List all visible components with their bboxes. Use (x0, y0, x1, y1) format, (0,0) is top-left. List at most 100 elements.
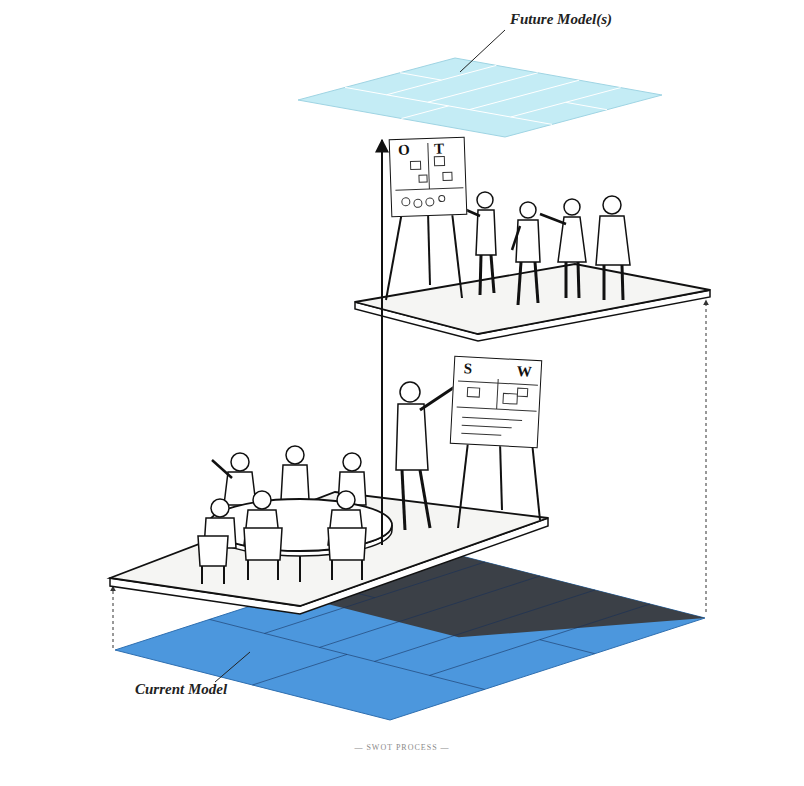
person-body (281, 465, 309, 500)
canvas-plane (115, 548, 705, 720)
canvas-grid-line (387, 65, 497, 94)
board-sketch-line (457, 407, 537, 411)
future-model-plane: Future Model(s) (298, 56, 664, 140)
person-head (477, 192, 493, 208)
person-head (343, 453, 361, 471)
person-head (253, 491, 271, 509)
canvas-grid-line (430, 604, 651, 675)
person-head (400, 382, 420, 402)
board-letter: T (434, 141, 445, 156)
board-sketch-line (462, 417, 522, 420)
sticky-note (517, 388, 527, 397)
person-head (603, 196, 621, 214)
person-head (520, 202, 536, 218)
person-leg (535, 262, 538, 303)
person-leg (402, 470, 405, 530)
canvas-grid-line (469, 80, 579, 109)
platform-top (355, 264, 710, 334)
person-leg (603, 265, 606, 300)
easel-leg (428, 212, 430, 285)
table-leg (299, 556, 301, 582)
dashed-arrow (113, 586, 114, 648)
person-arm (540, 214, 566, 224)
board-sketch-line (458, 381, 538, 385)
person-body (396, 404, 428, 470)
canvas-grid-line (210, 619, 485, 689)
plane-label: Future Model(s) (510, 12, 612, 27)
sticky-note (410, 161, 420, 169)
canvas-grid-line (566, 102, 607, 109)
board-letter: W (516, 364, 532, 380)
board-sketch-circle (439, 195, 445, 201)
board-letter: S (463, 361, 472, 376)
sticky-note (503, 393, 518, 404)
sticky-note (434, 156, 444, 165)
canvas-grid-line (540, 640, 595, 654)
flipchart-board: OT (389, 137, 468, 218)
canvas-grid-line (428, 73, 538, 102)
chair-leg (277, 560, 279, 580)
board-sketch-line (497, 379, 499, 409)
easel-leg (532, 442, 540, 520)
canvas-grid-line (511, 88, 621, 117)
canvas-grid-line (265, 562, 486, 633)
easel-leg (386, 212, 402, 300)
flipchart-board: SW (450, 356, 542, 448)
person-arm (512, 226, 520, 250)
chair-leg (201, 566, 203, 584)
sticky-note (443, 172, 452, 180)
person-head (231, 453, 249, 471)
canvas-grid-line (402, 106, 449, 119)
board-sketch-circle (402, 198, 410, 206)
canvas-grid-line (253, 654, 348, 685)
plane-shape (298, 56, 664, 140)
board-sketch-line (462, 425, 512, 428)
chair-back (198, 536, 228, 566)
easel-leg (500, 442, 502, 510)
chair-leg (223, 566, 225, 584)
canvas-plane (298, 58, 662, 137)
person-body (224, 472, 256, 505)
canvas-grid-line (345, 87, 552, 124)
dashed-arrow (706, 300, 707, 612)
canvas-grid-line (320, 584, 375, 598)
board-sketch-line (428, 143, 430, 189)
person-head (211, 499, 229, 517)
person-arm (212, 460, 232, 478)
person-leg (518, 262, 521, 305)
person-head (286, 446, 304, 464)
chair-leg (331, 560, 333, 580)
easel-leg (452, 212, 462, 298)
sticky-note (419, 175, 427, 182)
platform-shadow (302, 552, 705, 638)
canvas-grid-line (320, 576, 541, 647)
chair-leg (361, 560, 363, 580)
person-head (564, 199, 580, 215)
person-head (337, 491, 355, 509)
person-leg (480, 255, 481, 295)
figure-caption: — SWOT PROCESS — (0, 743, 804, 752)
flow-arrow (381, 140, 383, 545)
board-sketch-circle (426, 198, 434, 206)
board-sketch-line (395, 188, 463, 190)
person-leg (565, 262, 568, 298)
person-leg (578, 262, 579, 298)
chair-back (328, 528, 366, 560)
person-leg (491, 255, 494, 293)
chair-leg (247, 560, 249, 580)
canvas-grid-line (375, 590, 596, 661)
easel-leg (458, 442, 468, 528)
person-leg (622, 265, 623, 300)
plane-label: Current Model (135, 682, 227, 697)
chair-back (244, 528, 282, 560)
sticky-note (467, 388, 479, 398)
person-leg (420, 470, 430, 528)
board-letter: O (398, 143, 410, 158)
canvas-grid-line (400, 73, 441, 80)
board-sketch-circle (414, 199, 422, 207)
board-sketch-line (461, 433, 501, 435)
person-body (596, 216, 630, 265)
